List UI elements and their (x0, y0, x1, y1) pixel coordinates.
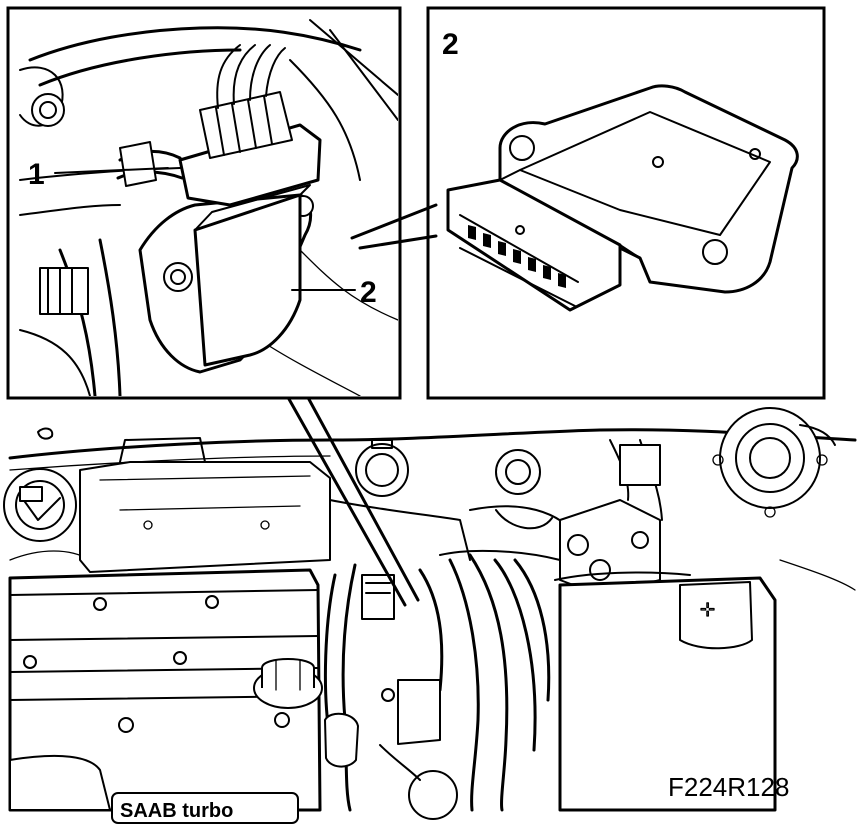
figure-id: F224R128 (668, 772, 789, 802)
brake-reservoir (495, 449, 553, 530)
engine-bay-view: SAAB turbo (3, 407, 857, 824)
ignition-module-detail (446, 84, 799, 312)
callout-2-left: 2 (291, 276, 377, 309)
left-inset-panel: 1 2 (6, 6, 402, 400)
right-inset-panel: 2 (426, 6, 826, 400)
inset-leader-lines (283, 390, 420, 607)
inset-link-line (350, 203, 438, 240)
ignition-module (193, 184, 311, 367)
callout-label-2-left: 2 (360, 276, 377, 309)
engine-logo-text: SAAB turbo (120, 800, 233, 822)
right-strut-tower (712, 407, 836, 518)
air-filter-housing (79, 437, 331, 573)
cam-cover: SAAB turbo (8, 568, 323, 824)
ignition-module-location (361, 574, 458, 820)
battery-polarity-icon: ⊹ (700, 599, 715, 620)
coolant-cap (355, 439, 409, 497)
battery: ⊹ (558, 576, 777, 812)
callout-label-1: 1 (28, 158, 45, 191)
left-strut-tower (3, 468, 91, 561)
callout-label-2-right: 2 (442, 28, 459, 61)
hose-bundle (323, 505, 581, 812)
callout-1: 1 (28, 158, 169, 191)
connector-pins (459, 214, 579, 307)
oil-filler-cap-icon (253, 658, 323, 709)
side-connector (39, 267, 89, 315)
module-connector-plug (178, 44, 322, 207)
